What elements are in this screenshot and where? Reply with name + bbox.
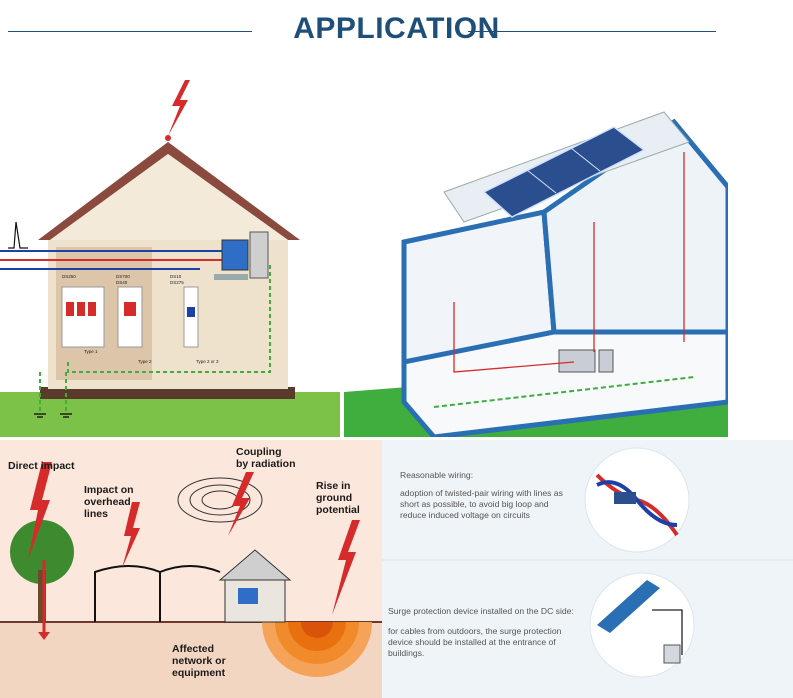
wiring-guidance: Reasonable wiring: adoption of twisted-p… — [382, 440, 793, 698]
breaker-type1 — [61, 286, 105, 348]
radiation-icon — [177, 477, 263, 523]
overhead-lines — [94, 565, 221, 622]
section-header: APPLICATION — [0, 0, 793, 70]
surge-pulse-icon — [8, 221, 28, 249]
wiring-text: adoption of twisted-pair wiring with lin… — [400, 488, 563, 520]
dc-title: Surge protection device installed on the… — [388, 606, 574, 616]
label-rise: Rise in ground potential — [316, 480, 360, 516]
lightning-icon — [28, 462, 52, 560]
type-label-2: Type 2 — [138, 359, 152, 364]
tree — [10, 520, 74, 622]
ground-icon — [34, 413, 72, 418]
dc-text: for cables from outdoors, the surge prot… — [388, 626, 562, 658]
solar-panel-icon — [482, 126, 646, 218]
solar-house-cutaway — [344, 72, 728, 437]
distribution-box-icon — [558, 349, 614, 373]
house-spd-illustration: DS250 DS700 DS40 DS10 DS275 Type 1 Type … — [0, 72, 340, 437]
breaker-code-1: DS250 — [62, 274, 76, 279]
gable — [50, 154, 288, 240]
breaker-type3 — [183, 286, 199, 348]
page-title: APPLICATION — [293, 12, 500, 45]
ground-conductor — [67, 262, 271, 373]
breaker-code-3: DS10 — [170, 274, 182, 279]
label-direct-impact: Direct impact — [8, 460, 75, 472]
computer-icon — [238, 588, 258, 604]
breaker-sub-3: DS275 — [170, 280, 184, 285]
wire-red — [453, 302, 575, 373]
house-foundation — [40, 387, 295, 399]
dc-spd-icon — [589, 572, 695, 678]
type-label-1: Type 1 — [84, 349, 98, 354]
twisted-pair-icon — [584, 447, 690, 553]
lightning-icon — [165, 80, 190, 141]
breaker-code-2: DS700 — [116, 274, 130, 279]
header-rule-left — [8, 31, 252, 32]
house-small — [218, 549, 292, 623]
label-overhead: Impact on overhead lines — [84, 484, 134, 520]
computer-icon — [214, 231, 269, 280]
label-coupling: Coupling by radiation — [236, 446, 296, 470]
grass — [0, 392, 340, 437]
header-rule-right — [468, 31, 716, 32]
breaker-type2 — [117, 286, 143, 348]
wiring-title: Reasonable wiring: — [400, 470, 474, 480]
lightning-effects-diagram: Direct impact Impact on overhead lines C… — [0, 440, 382, 698]
label-affected: Affected network or equipment — [172, 643, 226, 679]
type-label-3: Type 2 or 3 — [196, 359, 219, 364]
ground-potential-rings — [262, 622, 372, 677]
earth-conductor — [433, 376, 695, 408]
breaker-sub-2: DS40 — [116, 280, 128, 285]
